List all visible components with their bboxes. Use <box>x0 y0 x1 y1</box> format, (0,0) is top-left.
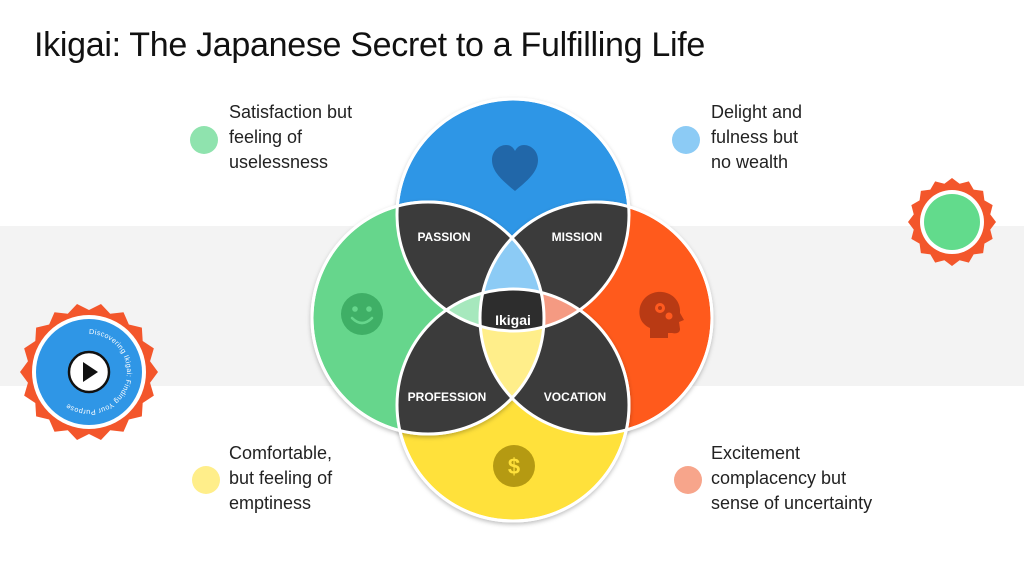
svg-text:$: $ <box>508 454 520 479</box>
note-line: emptiness <box>229 493 312 513</box>
note-dot-salmon <box>674 466 702 494</box>
green-circle-icon <box>924 194 980 250</box>
note-line: sense of uncertainty <box>711 493 873 513</box>
label-mission: MISSION <box>552 230 603 244</box>
note-dot-blue <box>672 126 700 154</box>
note-line: feeling of <box>229 127 303 147</box>
note-line: complacency but <box>711 468 847 488</box>
note-line: no wealth <box>711 152 789 172</box>
note-line: fulness but <box>711 127 799 147</box>
note-line: Comfortable, <box>229 443 333 463</box>
note-line: Delight and <box>711 102 803 122</box>
outline <box>395 287 631 523</box>
heart-icon <box>492 145 538 191</box>
note-top-right: Delight and fulness but no wealth <box>711 100 802 175</box>
note-dot-yellow <box>192 466 220 494</box>
outline <box>478 200 714 436</box>
note-line: Excitement <box>711 443 801 463</box>
smiley-icon <box>341 293 383 335</box>
note-line: uselessness <box>229 152 329 172</box>
outline <box>310 200 546 436</box>
dollar-coin-icon: $ <box>493 445 535 487</box>
label-vocation: VOCATION <box>544 390 606 404</box>
label-ikigai: Ikigai <box>495 312 531 328</box>
note-bottom-right: Excitement complacency but sense of unce… <box>711 441 872 516</box>
outline <box>395 97 631 333</box>
note-top-left: Satisfaction but feeling of uselessness <box>229 100 352 175</box>
play-badge[interactable]: Discovering Ikigai: Finding Your Purpose <box>20 304 158 440</box>
play-icon <box>83 362 98 382</box>
note-line: Satisfaction but <box>229 102 353 122</box>
note-bottom-left: Comfortable, but feeling of emptiness <box>229 441 332 516</box>
green-circle-badge <box>908 178 996 266</box>
page-title: Ikigai: The Japanese Secret to a Fulfill… <box>34 26 706 64</box>
head-gears-icon <box>639 291 684 338</box>
label-profession: PROFESSION <box>408 390 487 404</box>
note-line: but feeling of <box>229 468 333 488</box>
label-passion: PASSION <box>417 230 470 244</box>
note-dot-green <box>190 126 218 154</box>
